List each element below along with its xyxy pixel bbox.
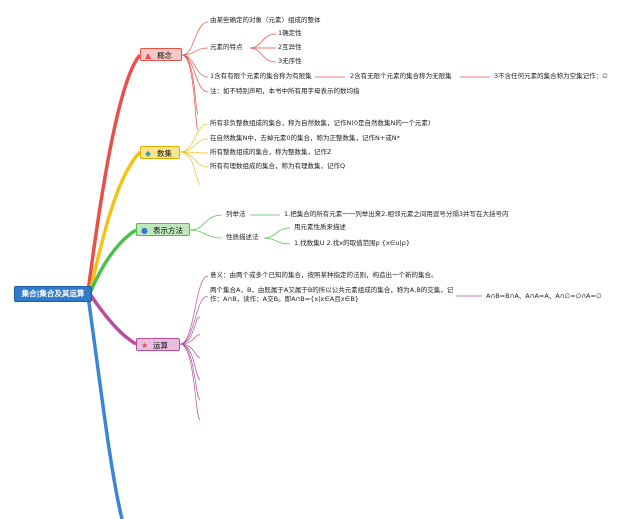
number-set-item: 所有整数组成的集合，称为整数集，记作Z bbox=[210, 148, 332, 156]
concept-definition: 由某些确定的对象（元素）组成的整体 bbox=[210, 16, 321, 24]
property-description-item: 用元素性质来描述 bbox=[294, 223, 346, 231]
number-set-item: 所有有理数组成的集合，称为有理数集，记作Q bbox=[210, 162, 346, 170]
concept-label: 概念 bbox=[157, 51, 172, 60]
number-sets-label: 数集 bbox=[157, 149, 172, 158]
property-description-title: 性质描述法 bbox=[226, 233, 259, 241]
element-features-title: 元素的特点 bbox=[210, 43, 243, 51]
warning-icon: ▲ bbox=[145, 51, 152, 60]
representation-label: 表示方法 bbox=[153, 226, 183, 235]
enumeration-description: 1.把集合的所有元素一一列举出来2.相邻元素之间用逗号分隔3并写在大括号内 bbox=[284, 210, 509, 218]
number-sets-node[interactable]: ◆ 数集 bbox=[140, 146, 180, 159]
feature-item: 1确定性 bbox=[278, 29, 302, 37]
number-set-item: 在自然数集N中，去掉元素0的集合，称为正整数集，记作N+或N* bbox=[210, 134, 400, 142]
enumeration-title: 列举法 bbox=[226, 210, 246, 218]
feature-item: 2互异性 bbox=[278, 43, 302, 51]
finite-set-text: 1含有有限个元素的集合称为有限集 bbox=[210, 72, 312, 80]
drop-icon: ● bbox=[141, 226, 148, 235]
intersection-definition: 两个集合A，B，由既属于A又属于B的所以公共元素组成的集合，称为A,B的交集，记… bbox=[210, 286, 454, 303]
operations-node[interactable]: ★ 运算 bbox=[136, 338, 180, 351]
diamond-icon: ◆ bbox=[145, 149, 152, 158]
concept-note: 注：如不特别声明，本书中所有用字母表示的数均指 bbox=[210, 87, 360, 95]
feature-item: 3无序性 bbox=[278, 57, 302, 65]
concept-node[interactable]: ▲ 概念 bbox=[140, 48, 182, 61]
operations-label: 运算 bbox=[153, 341, 168, 350]
star-icon: ★ bbox=[141, 341, 149, 350]
root-node[interactable]: 集合|集合及其运算 bbox=[14, 286, 92, 302]
intersection-properties: A∩B=B∩A、A∩A=A、A∩∅=∅∩A=∅ bbox=[486, 292, 602, 300]
property-description-item: 1.找数集U 2.找x的取值范围p {x∈u|p} bbox=[294, 239, 410, 247]
number-set-item: 所有非负整数组成的集合，称为自然数集，记作N(0是自然数集N的一个元素) bbox=[210, 119, 431, 127]
infinite-set-text: 2含有无限个元素的集合称为无限集 bbox=[350, 72, 452, 80]
empty-set-text: 3不含任何元素的集合称为空集记作：∅ bbox=[494, 72, 608, 80]
operation-meaning: 意义：由两个或多个已知的集合，按照某种指定的法则，构造出一个新的集合。 bbox=[210, 271, 438, 279]
representation-node[interactable]: ● 表示方法 bbox=[136, 223, 190, 236]
